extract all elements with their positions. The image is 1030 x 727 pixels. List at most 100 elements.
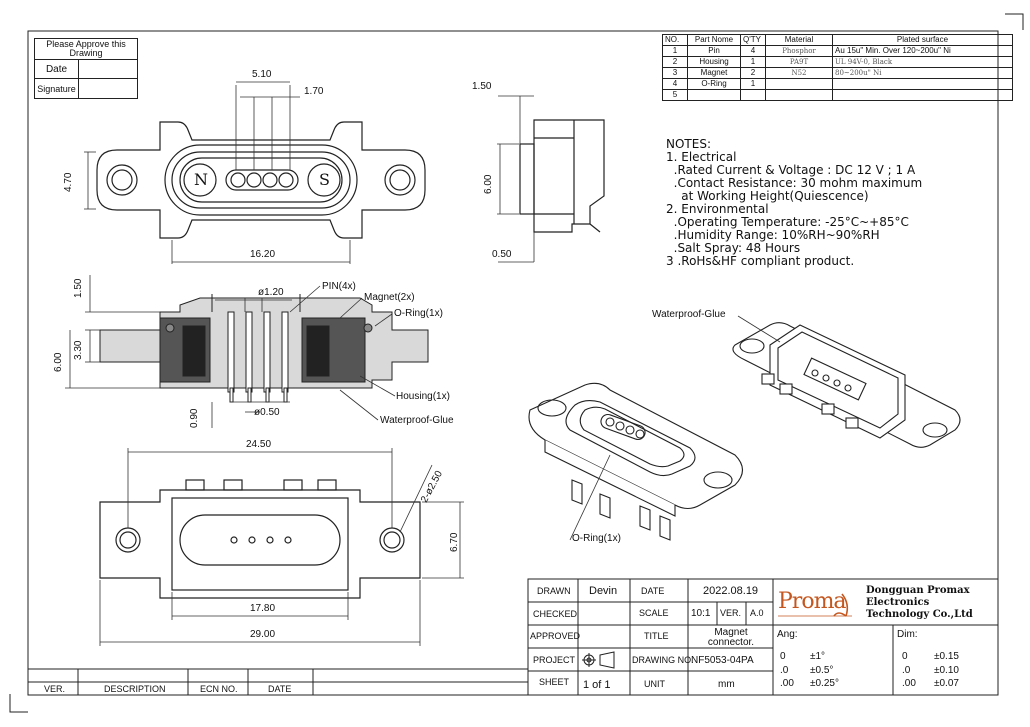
sheet-value: 1 of 1 [583,679,611,691]
ver-value: A.0 [750,608,764,618]
dim-side-bottom: 0.50 [492,249,512,260]
bom-cell: O-Ring [687,78,741,90]
title-label: TITLE [644,631,669,641]
notes-line: 3 .RoHs&HF compliant product. [666,254,855,268]
bom-header: Q'TY [740,34,766,46]
bottom-view [99,479,421,599]
approve-signature-value[interactable] [78,78,138,99]
project-label: PROJECT [533,655,576,665]
dim-sec-600: 6.00 [53,352,64,372]
table-row: 1 Pin 4 Phosphor Au 15u" Min. Over 120~2… [662,45,1013,57]
dim-sec-090: 0.90 [189,408,200,428]
table-row: 2 Housing 1 PA9T UL 94V-0, Black [662,56,1013,68]
projection-symbol-icon [582,651,615,669]
rev-header: DATE [268,684,292,694]
bom-cell [765,89,833,101]
bom-cell: Housing [687,56,741,68]
corner-mark-bottom-left [9,694,28,713]
dim-top-pitch: 1.70 [304,86,324,97]
bom-table: NO. Part Nome Q'TY Material Plated surfa… [662,34,1013,101]
dim-side-height: 6.00 [483,174,494,194]
checked-label: CHECKED [533,609,578,619]
bom-cell: 4 [662,78,688,90]
dim-bot-1780: 17.80 [250,603,276,614]
bom-header: Material [765,34,833,46]
ang-row-value: ±1° [810,651,826,662]
bom-cell [765,78,833,90]
dim-row-value: ±0.10 [934,665,959,676]
bom-cell: 80~200u" Ni [832,67,1013,79]
bom-cell: Pin [687,45,741,57]
ang-row-value: ±0.5° [810,665,834,676]
promax-logo-icon [778,593,852,617]
dim-row-key: .0 [902,665,911,676]
section-view [99,294,429,403]
top-view [96,121,426,239]
rev-header: DESCRIPTION [104,684,166,694]
bom-cell: 1 [740,78,766,90]
bom-cell: 1 [740,56,766,68]
ang-label: Ang: [777,629,798,640]
side-view-dims [497,95,535,263]
drawn-value: Devin [589,585,618,597]
notes-line: .Salt Spray: 48 Hours [666,241,801,255]
scale-label: SCALE [639,608,669,618]
bom-header: Part Nome [687,34,741,46]
section-view-dims [65,275,396,428]
approve-box-title: Please Approve this Drawing [34,38,138,60]
bom-cell: UL 94V-0, Black [832,56,1013,68]
scale-value: 10:1 [691,608,711,619]
notes-line: at Working Height(Quiescence) [666,189,869,203]
notes-line: .Humidity Range: 10%RH~90%RH [666,228,880,242]
bom-header: Plated surface [832,34,1013,46]
iso-view-back [732,322,961,448]
drawn-label: DRAWN [537,586,571,596]
ang-row-value: ±0.25° [810,678,839,689]
dim-row-key: 0 [902,651,908,662]
callout-oring: O-Ring(1x) [394,308,443,319]
table-row: 3 Magnet 2 N52 80~200u" Ni [662,67,1013,79]
table-row: 4 O-Ring 1 [662,78,1013,90]
company-line-1: Dongguan Promax [866,585,970,596]
dim-label: Dim: [897,629,918,640]
callout-oring-iso: O-Ring(1x) [572,533,621,544]
dim-top-width: 5.10 [252,69,272,80]
bom-cell [740,89,766,101]
notes-line: .Contact Resistance: 30 mohm maximum [666,176,923,190]
approve-date-value[interactable] [78,59,138,79]
drawing-no-value: NF5053-04PA [691,655,754,666]
dim-bot-width: 24.50 [246,439,272,450]
bom-cell: 5 [662,89,688,101]
bottom-view-dims [99,448,464,646]
dim-row-value: ±0.15 [934,651,959,662]
bom-header: NO. [662,34,688,46]
callout-magnet: Magnet(2x) [364,292,415,303]
side-view [519,119,605,233]
callout-glue-iso: Waterproof-Glue [652,309,726,320]
notes-block: NOTES: 1. Electrical .Rated Current & Vo… [666,138,922,268]
callout-housing: Housing(1x) [396,391,450,402]
dim-row-key: .00 [902,678,916,689]
drawing-no-label: DRAWING NO. [632,655,694,665]
bom-header-row: NO. Part Nome Q'TY Material Plated surfa… [662,34,1013,46]
dim-top-height: 4.70 [63,172,74,192]
bom-cell: Magnet [687,67,741,79]
table-row: 5 [662,89,1013,101]
dim-bot-height: 6.70 [449,532,460,552]
south-pole-label: S [319,170,330,189]
ver-label: VER. [720,608,742,618]
dim-sec-top: 1.50 [73,278,84,298]
ang-row-key: .0 [780,665,789,676]
rev-header: ECN NO. [200,684,238,694]
date-value: 2022.08.19 [703,585,759,597]
dim-row-value: ±0.07 [934,678,959,689]
bom-cell: Au 15u" Min. Over 120~200u" Ni [832,45,1013,57]
approved-label: APPROVED [530,631,581,641]
notes-title: NOTES: [666,137,711,151]
north-pole-label: N [194,170,208,189]
bom-cell: 2 [740,67,766,79]
company-line-3: Technology Co.,Ltd [866,609,973,620]
approve-date-label: Date [34,59,79,79]
approve-signature-label: Signature [34,78,79,99]
